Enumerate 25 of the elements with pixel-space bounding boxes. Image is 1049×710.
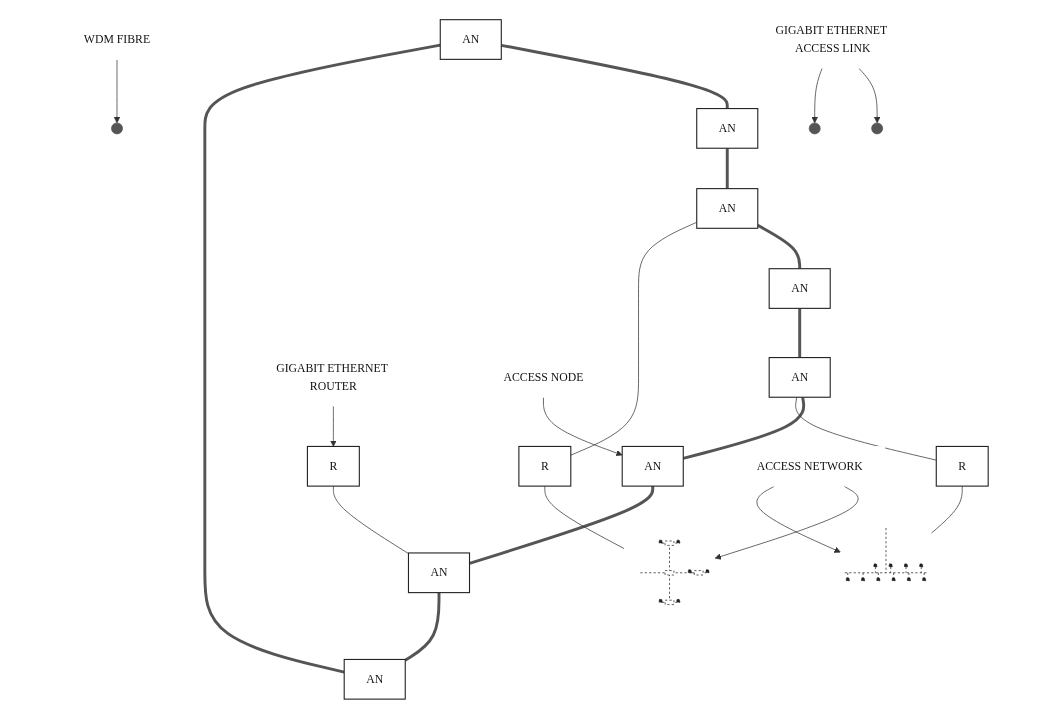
node-text: ACCESS NODE — [502, 370, 583, 384]
node-text: WDM FIBRE — [83, 32, 150, 46]
connector — [500, 43, 729, 109]
connector — [403, 592, 440, 662]
node-box: AN — [407, 552, 470, 594]
connector — [543, 485, 624, 549]
node-box: AN — [768, 357, 831, 398]
node-box: R — [935, 445, 989, 487]
node-box: AN — [343, 658, 406, 700]
node-text: ACCESS NETWORK — [756, 459, 863, 473]
connector — [682, 397, 805, 460]
node-box: R — [517, 445, 571, 487]
node-box: AN — [768, 268, 831, 309]
node-box: R — [306, 445, 360, 487]
node-text: GIGABIT ETHERNET ROUTER — [275, 361, 388, 393]
node-box: AN — [695, 108, 758, 149]
connector — [930, 485, 963, 534]
node-text: GIGABIT ETHERNET ACCESS LINK — [774, 24, 887, 55]
node-box: AN — [621, 445, 684, 487]
connector — [797, 308, 801, 358]
connector — [725, 148, 729, 189]
node-box: AN — [695, 188, 758, 229]
connector — [332, 485, 409, 554]
connector — [202, 43, 440, 674]
node-box: AN — [439, 19, 502, 60]
